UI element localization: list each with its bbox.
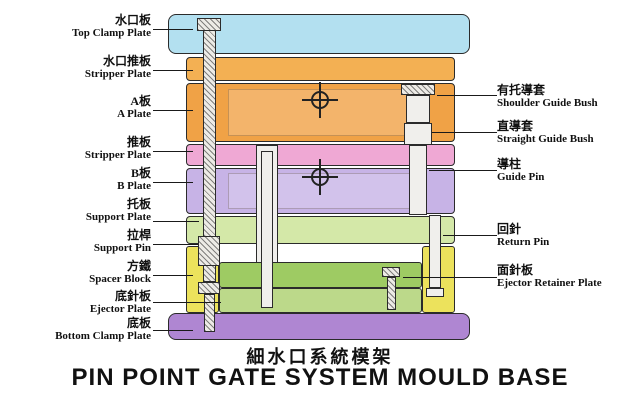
- label-en: Ejector Retainer Plate: [497, 277, 602, 290]
- diagram-title-chinese: 細水口系統模架: [246, 347, 394, 367]
- shoulder-guide-bush-flange: [401, 84, 435, 95]
- label-spacer-block: 方鐵 Spacer Block: [0, 259, 151, 286]
- leader-top-clamp-plate: [153, 29, 193, 30]
- label-ejector-retainer-plate: 面針板 Ejector Retainer Plate: [497, 263, 640, 290]
- leader-b-plate: [153, 182, 193, 183]
- leader-shoulder-guide-bush: [437, 95, 497, 96]
- label-cn: 直導套: [497, 119, 534, 133]
- leader-ejector-retainer-plate: [403, 277, 497, 278]
- bottom-screw-shaft: [204, 294, 215, 332]
- label-en: Support Pin: [93, 242, 151, 255]
- label-cn: 面針板: [497, 263, 534, 277]
- label-en: Bottom Clamp Plate: [55, 330, 151, 343]
- support-plate: [186, 216, 455, 244]
- label-ejector-plate: 底針板 Ejector Plate: [0, 289, 151, 316]
- label-stripper-plate: 推板 Stripper Plate: [0, 135, 151, 162]
- label-en: Stripper Plate: [84, 68, 151, 81]
- center-mark-circle: [311, 168, 329, 186]
- leader-support-pin: [153, 244, 198, 245]
- label-en: Top Clamp Plate: [71, 27, 151, 40]
- label-en: Support Plate: [85, 211, 151, 224]
- label-en: Shoulder Guide Bush: [497, 97, 598, 110]
- label-en: Spacer Block: [89, 273, 151, 286]
- label-support-plate: 托板 Support Plate: [0, 197, 151, 224]
- label-b-plate: B板 B Plate: [0, 166, 151, 193]
- bottom-clamp-plate: [168, 313, 470, 340]
- label-cn: 水口推板: [102, 54, 151, 68]
- label-straight-guide-bush: 直導套 Straight Guide Bush: [497, 119, 640, 146]
- label-cn: 底針板: [114, 289, 151, 303]
- label-cn: 方鐵: [126, 259, 151, 273]
- label-cn: B板: [130, 166, 151, 180]
- label-en: B Plate: [117, 180, 151, 193]
- label-en: Stripper Plate: [84, 149, 151, 162]
- leader-return-pin: [443, 235, 497, 236]
- center-guide-pin: [261, 151, 273, 308]
- label-cn: 拉桿: [126, 228, 151, 242]
- center-mark-circle: [311, 91, 329, 109]
- leader-guide-pin: [429, 170, 497, 171]
- leader-stripper-plate: [153, 151, 193, 152]
- label-cn: 托板: [126, 197, 151, 211]
- bottom-screw-head: [198, 282, 220, 294]
- label-support-pin: 拉桿 Support Pin: [0, 228, 151, 255]
- label-guide-pin: 導柱 Guide Pin: [497, 157, 640, 184]
- center-mark-icon: [302, 82, 338, 118]
- leader-straight-guide-bush: [432, 132, 497, 133]
- ejector-screw-shaft: [387, 277, 396, 310]
- leader-a-plate: [153, 110, 193, 111]
- label-en: Ejector Plate: [89, 303, 151, 316]
- label-cn: 導柱: [497, 157, 522, 171]
- label-top-clamp-plate: 水口板 Top Clamp Plate: [0, 13, 151, 40]
- label-en: Straight Guide Bush: [497, 133, 594, 146]
- leader-bottom-clamp-plate: [153, 330, 193, 331]
- leader-ejector-plate: [153, 302, 221, 303]
- guide-pin: [409, 145, 427, 215]
- return-pin-foot: [426, 288, 444, 297]
- label-cn: 水口板: [114, 13, 151, 27]
- support-pin-collar: [198, 236, 220, 266]
- label-a-plate: A板 A Plate: [0, 94, 151, 121]
- stripper-plate-top: [186, 57, 455, 81]
- label-cn: 底板: [126, 316, 151, 330]
- label-cn: 回針: [497, 222, 522, 236]
- label-en: Return Pin: [497, 236, 550, 249]
- label-return-pin: 回針 Return Pin: [497, 222, 640, 249]
- diagram-title-english: PIN POINT GATE SYSTEM MOULD BASE: [71, 364, 569, 391]
- support-pin-shaft: [203, 30, 216, 282]
- ejector-screw-head: [382, 267, 400, 277]
- return-pin: [429, 215, 441, 288]
- label-shoulder-guide-bush: 有托導套 Shoulder Guide Bush: [497, 83, 640, 110]
- label-en: A Plate: [117, 108, 151, 121]
- label-cn: A板: [130, 94, 151, 108]
- straight-guide-bush: [404, 123, 432, 145]
- center-mark-icon: [302, 159, 338, 195]
- label-stripper-plate-top: 水口推板 Stripper Plate: [0, 54, 151, 81]
- leader-support-plate: [153, 221, 199, 222]
- label-cn: 有托導套: [497, 83, 546, 97]
- shoulder-guide-bush-body: [406, 95, 430, 123]
- label-en: Guide Pin: [497, 171, 545, 184]
- label-cn: 推板: [126, 135, 151, 149]
- leader-stripper-plate-top: [153, 70, 193, 71]
- leader-spacer-block: [153, 275, 193, 276]
- label-bottom-clamp-plate: 底板 Bottom Clamp Plate: [0, 316, 151, 343]
